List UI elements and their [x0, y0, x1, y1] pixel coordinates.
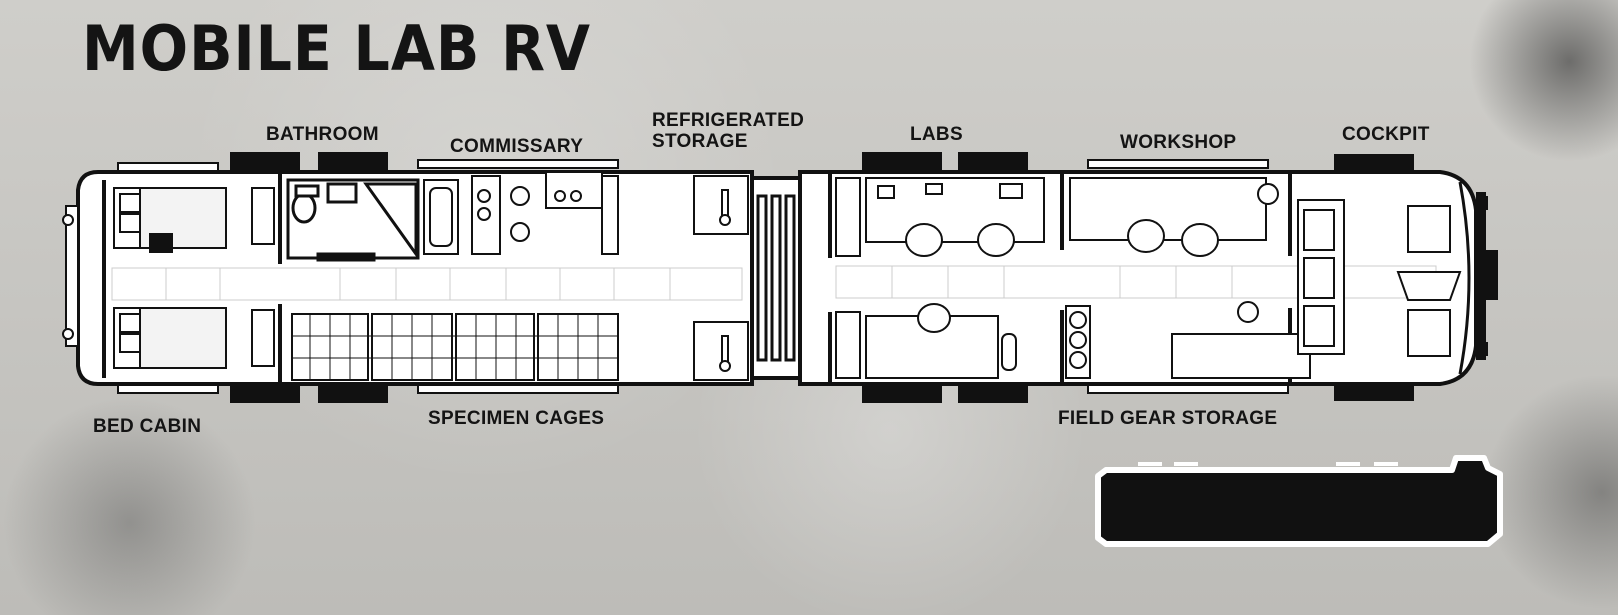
label-commissary: COMMISSARY: [450, 136, 584, 157]
label-specimen-cages: SPECIMEN CAGES: [428, 408, 605, 429]
label-bed-cabin: BED CABIN: [93, 416, 202, 437]
label-refrigerated-storage: REFRIGERATED STORAGE: [652, 110, 805, 152]
label-labs: LABS: [910, 124, 963, 145]
refrigerator-units: [693, 175, 749, 381]
floor-tiles: [111, 265, 1437, 301]
rear-bumper: [62, 205, 79, 347]
label-field-gear-storage: FIELD GEAR STORAGE: [1058, 408, 1278, 429]
bed-cabin-beds: [113, 187, 275, 369]
label-workshop: WORKSHOP: [1120, 132, 1237, 153]
commissary-fixtures: [423, 171, 619, 255]
specimen-cages: [291, 313, 619, 381]
bathroom-fixtures: [286, 178, 420, 262]
lab-workstations: [835, 177, 1045, 379]
front-grill: [1476, 192, 1498, 360]
rv-silhouette: [1095, 455, 1503, 547]
cage-bars: [292, 314, 618, 380]
label-bathroom: BATHROOM: [266, 124, 379, 145]
workshop-benches: [1065, 177, 1311, 379]
cockpit-seats: [1297, 181, 1471, 375]
wheels: [230, 152, 1414, 403]
partition-walls: [102, 174, 1292, 382]
label-cockpit: COCKPIT: [1342, 124, 1430, 145]
page-title: MOBILE LAB RV: [82, 12, 591, 85]
